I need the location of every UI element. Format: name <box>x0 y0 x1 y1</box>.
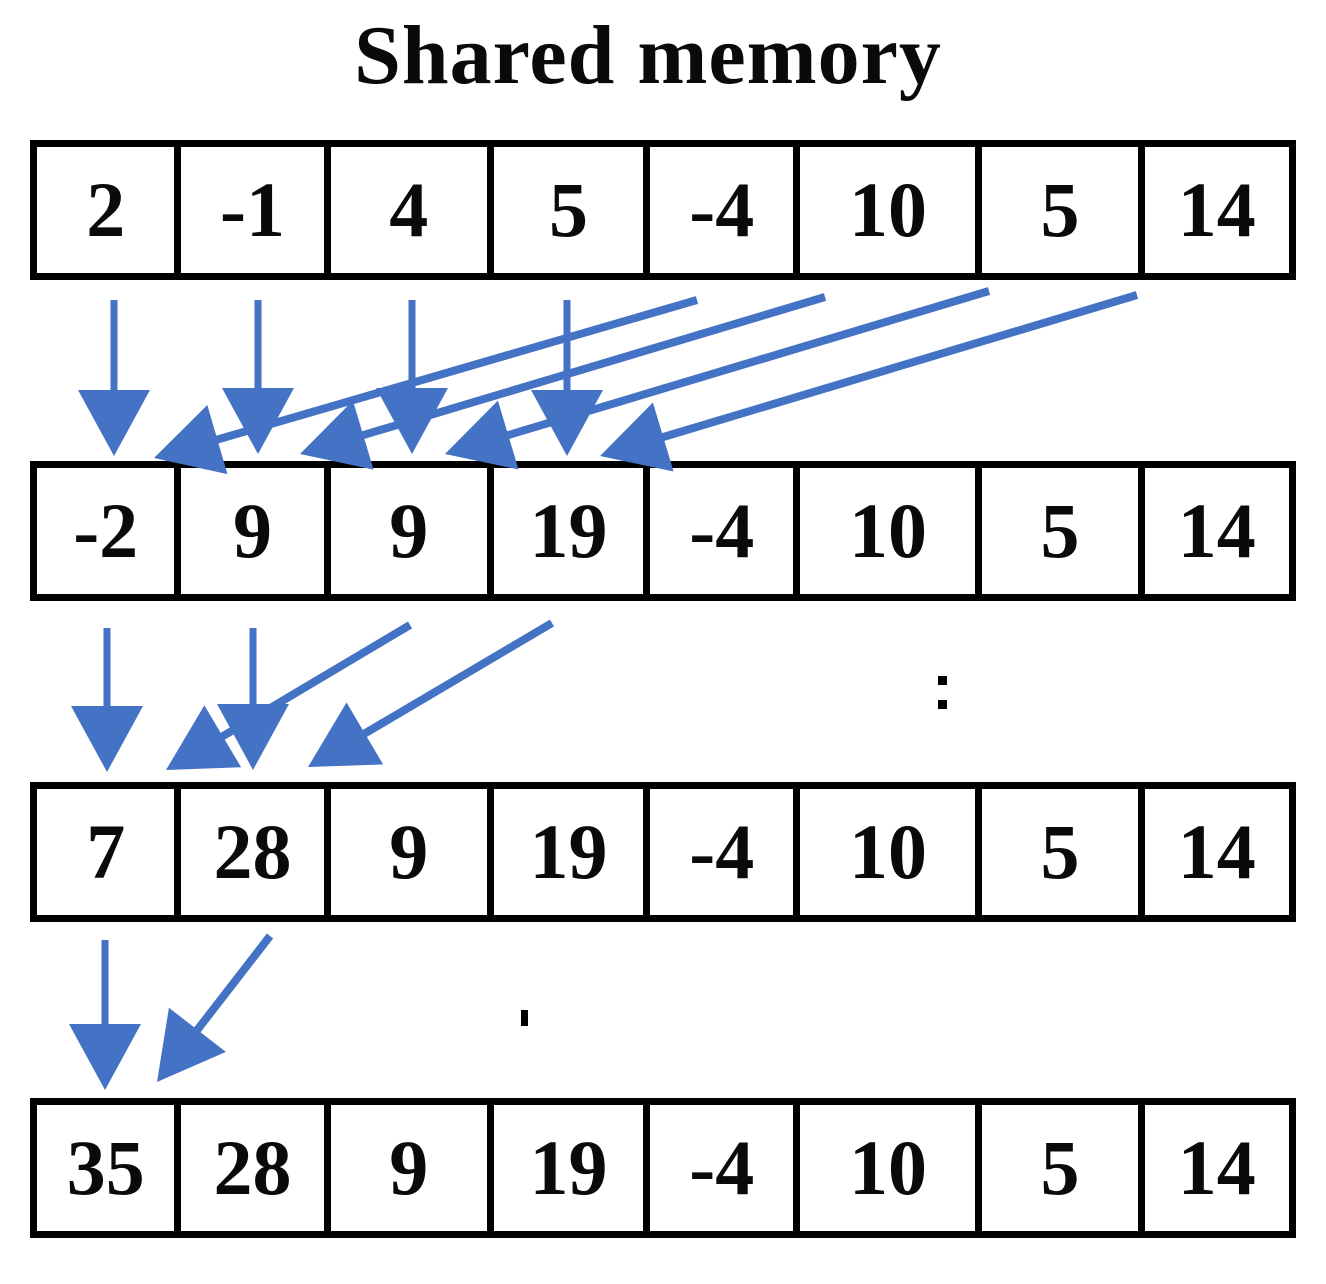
memory-cell-r0c0: 2 <box>37 147 182 273</box>
arrow-head-zone2-straight-to0 <box>69 1024 141 1090</box>
arrow-head-zone0-diagonal-to2 <box>445 400 519 470</box>
arrow-shaft-zone0-diagonal-from6 <box>501 287 991 441</box>
memory-cell-r2c4: -4 <box>650 789 801 915</box>
memory-cell-r1c3: 19 <box>494 468 651 594</box>
memory-cell-r0c7: 14 <box>1177 166 1256 253</box>
memory-cell-r0c3: 5 <box>494 147 651 273</box>
arrow-head-zone0-straight-to1 <box>222 388 294 454</box>
memory-cell-r1c7: 14 <box>1177 487 1256 574</box>
arrow-head-zone2-diagonal-to0 <box>157 1007 226 1082</box>
dot-glyph <box>521 1010 528 1026</box>
arrow-shaft-zone1-diagonal-from3 <box>357 619 555 740</box>
stray-dot-mark <box>521 1010 528 1026</box>
colon-dot-top <box>938 676 947 685</box>
memory-cell-r3c0: 35 <box>37 1105 182 1231</box>
arrow-shaft-zone2-diagonal-from1 <box>190 933 274 1037</box>
arrow-head-zone1-straight-to1 <box>217 704 289 770</box>
arrow-shaft-zone0-diagonal-from5 <box>356 293 827 441</box>
memory-cell-r0c2: 4 <box>331 147 494 273</box>
memory-cell-r1c2: 9 <box>331 468 494 594</box>
memory-cell-r2c1: 28 <box>181 789 331 915</box>
memory-cell-r1c1: 9 <box>181 468 331 594</box>
memory-cell-r1c6: 5 <box>982 468 1145 594</box>
memory-cell-r3c5: 10 <box>800 1105 983 1231</box>
memory-cell-r3c2: 9 <box>331 1105 494 1231</box>
memory-cell-r2c6: 5 <box>982 789 1145 915</box>
memory-cell-r1c4: -4 <box>650 468 801 594</box>
memory-cell-r2c3: 19 <box>494 789 651 915</box>
arrow-shaft-zone0-diagonal-from7 <box>656 291 1139 443</box>
arrow-head-zone1-diagonal-to1 <box>308 702 384 767</box>
memory-cell-r0c1: -1 <box>181 147 331 273</box>
memory-cell-r1c0: -2 <box>37 468 182 594</box>
arrow-head-zone0-diagonal-to1 <box>300 400 374 470</box>
memory-cell-r2c5: 10 <box>800 789 983 915</box>
arrow-head-zone0-straight-to3 <box>531 390 603 456</box>
memory-cell-r3c4: -4 <box>650 1105 801 1231</box>
memory-cell-r3c7: 14 <box>1177 1124 1256 1211</box>
memory-cell-r2c2: 9 <box>331 789 494 915</box>
arrow-shaft-zone0-diagonal-from4 <box>210 296 699 446</box>
arrow-shaft-zone1-diagonal-from2 <box>215 621 413 743</box>
memory-cell-r0c6: 5 <box>982 147 1145 273</box>
arrow-head-zone0-straight-to2 <box>376 388 448 454</box>
memory-cell-r2c0: 7 <box>37 789 182 915</box>
memory-cell-r3c1: 28 <box>181 1105 331 1231</box>
diagram-title: Shared memory <box>354 9 942 102</box>
memory-cell-r0c5: 10 <box>800 147 983 273</box>
memory-cell-r2c7: 14 <box>1177 808 1256 895</box>
memory-cell-r3c3: 19 <box>494 1105 651 1231</box>
memory-cell-r1c5: 10 <box>800 468 983 594</box>
arrow-head-zone0-straight-to0 <box>78 390 150 456</box>
colon-dot-bottom <box>938 700 947 709</box>
memory-cell-r0c4: -4 <box>650 147 801 273</box>
stray-colon-mark <box>938 676 947 724</box>
arrow-head-zone1-diagonal-to0 <box>166 705 242 770</box>
arrow-head-zone1-straight-to0 <box>71 706 143 772</box>
memory-cell-r3c6: 5 <box>982 1105 1145 1231</box>
